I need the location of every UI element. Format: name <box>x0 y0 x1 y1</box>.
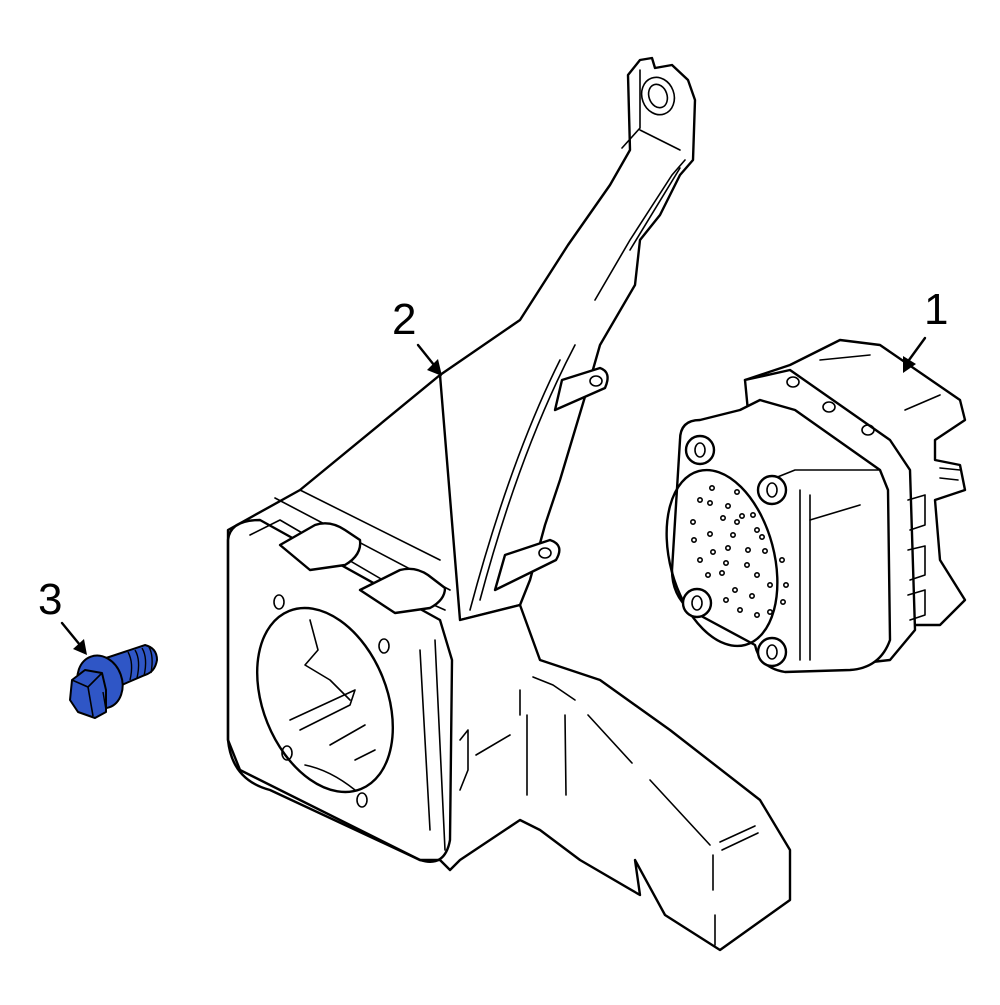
bracket-part-2[interactable] <box>226 56 792 952</box>
callout-arrow-3 <box>60 621 87 655</box>
callout-label-3[interactable]: 3 <box>38 575 63 624</box>
bolt-part-3[interactable] <box>69 643 159 719</box>
connector-pins <box>689 484 789 618</box>
callout-label-1[interactable]: 1 <box>924 285 949 334</box>
callout-arrow-1 <box>903 336 927 373</box>
control-module-part-1[interactable] <box>648 338 967 674</box>
callout-label-2[interactable]: 2 <box>392 295 417 344</box>
callout-arrow-2 <box>416 343 442 376</box>
